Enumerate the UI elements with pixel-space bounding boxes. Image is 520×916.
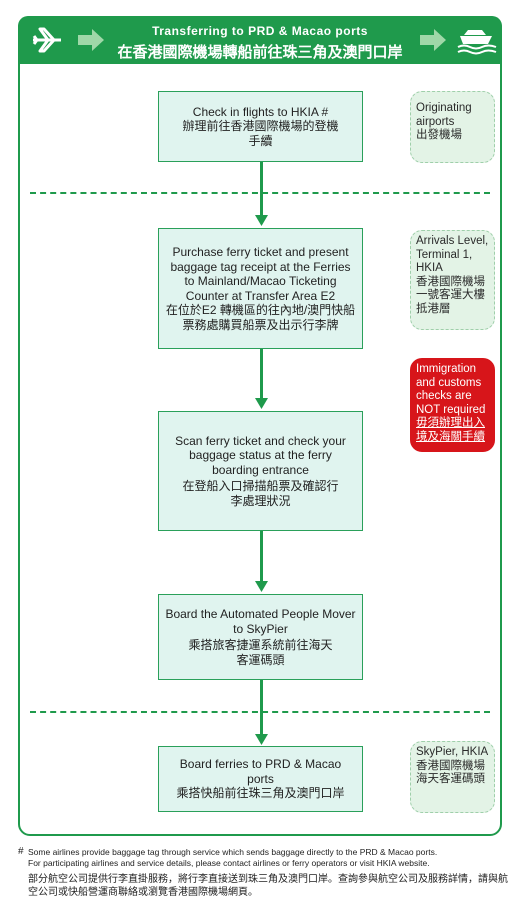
note-originating-airports: Originating airports 出發機場 bbox=[410, 91, 495, 163]
note-zh: 香港國際機場海天客運碼頭 bbox=[416, 759, 485, 786]
note-en: Originating airports bbox=[416, 102, 472, 128]
flow-connector bbox=[260, 680, 263, 739]
note-en: Arrivals Level, Terminal 1, HKIA bbox=[416, 235, 489, 274]
footnote-en-line2: For participating airlines and service d… bbox=[28, 858, 430, 868]
arrowhead-icon bbox=[255, 215, 268, 226]
step-zh: 辦理前往香港國際機場的登機手續 bbox=[182, 119, 339, 148]
footnote-en-line1: Some airlines provide baggage tag throug… bbox=[28, 847, 438, 857]
step-purchase-ticket: Purchase ferry ticket and present baggag… bbox=[158, 228, 363, 349]
flow-connector bbox=[260, 531, 263, 586]
note-en: SkyPier, HKIA bbox=[416, 746, 489, 758]
note-zh: 毋須辦理出入境及海關手續 bbox=[416, 417, 485, 443]
arrowhead-icon bbox=[255, 734, 268, 745]
step-board-ferry: Board ferries to PRD & Macao ports 乘搭快船前… bbox=[158, 746, 363, 812]
step-zh: 乘搭旅客捷運系統前往海天客運碼頭 bbox=[188, 638, 333, 667]
step-en: Check in flights to HKIA # bbox=[192, 104, 329, 119]
note-zh: 出發機場 bbox=[416, 129, 462, 141]
step-scan-ticket: Scan ferry ticket and check your baggage… bbox=[158, 411, 363, 531]
flow-connector bbox=[260, 162, 263, 220]
step-people-mover: Board the Automated People Mover to SkyP… bbox=[158, 594, 363, 680]
step-zh: 在位於E2 轉機區的往內地/澳門快船票務處購買船票及出示行李牌 bbox=[165, 303, 356, 332]
arrowhead-icon bbox=[255, 581, 268, 592]
arrowhead-icon bbox=[255, 398, 268, 409]
alert-no-immigration: Immigration and customs checks are NOT r… bbox=[410, 358, 495, 452]
step-zh: 乘搭快船前往珠三角及澳門口岸 bbox=[176, 786, 345, 801]
arrow-right-icon bbox=[420, 29, 446, 51]
airplane-icon bbox=[32, 27, 61, 53]
step-en: Purchase ferry ticket and present baggag… bbox=[170, 245, 351, 303]
arrow-right-icon bbox=[78, 29, 104, 51]
step-en: Board ferries to PRD & Macao ports bbox=[179, 757, 342, 786]
ferry-icon bbox=[457, 30, 497, 55]
note-en: Immigration and customs checks are NOT r… bbox=[416, 363, 486, 416]
step-zh: 在登船入口掃描船票及確認行李處理狀況 bbox=[182, 479, 339, 508]
step-check-in: Check in flights to HKIA # 辦理前往香港國際機場的登機… bbox=[158, 91, 363, 162]
footnote-zh: 部分航空公司提供行李直掛服務，將行李直接送到珠三角及澳門口岸。查詢參與航空公司及… bbox=[28, 874, 508, 898]
note-zh: 香港國際機場一號客運大樓抵港層 bbox=[416, 275, 485, 315]
flow-connector bbox=[260, 349, 263, 403]
note-arrivals-level: Arrivals Level, Terminal 1, HKIA 香港國際機場一… bbox=[410, 230, 495, 330]
footnote-mark: # bbox=[18, 846, 24, 857]
header-title-en: Transferring to PRD & Macao ports bbox=[152, 24, 368, 38]
step-en: Scan ferry ticket and check your baggage… bbox=[175, 433, 346, 477]
header-title-zh: 在香港國際機場轉船前往珠三角及澳門口岸 bbox=[117, 44, 403, 61]
step-en: Board the Automated People Mover to SkyP… bbox=[165, 607, 356, 636]
note-skypier: SkyPier, HKIA 香港國際機場海天客運碼頭 bbox=[410, 741, 495, 813]
